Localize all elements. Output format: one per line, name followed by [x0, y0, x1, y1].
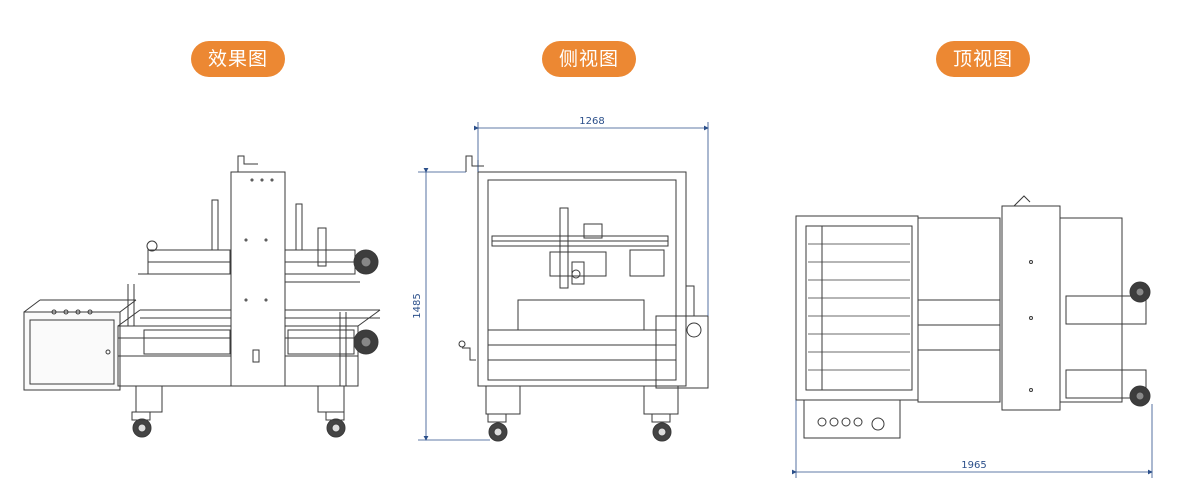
side-height-dimension: 1485 [412, 293, 423, 318]
side-width-dimension: 1268 [579, 116, 604, 127]
side-dimensions [418, 122, 709, 441]
view-label-top: 顶视图 [936, 41, 1030, 77]
view-label-effect: 效果图 [191, 41, 285, 77]
top-length-dimension: 1965 [961, 460, 986, 471]
top-dimensions [792, 400, 1153, 478]
effect-view-drawing [23, 155, 381, 438]
view-label-side: 侧视图 [542, 41, 636, 77]
side-view-drawing [458, 155, 709, 442]
top-view-drawing [795, 195, 1151, 439]
